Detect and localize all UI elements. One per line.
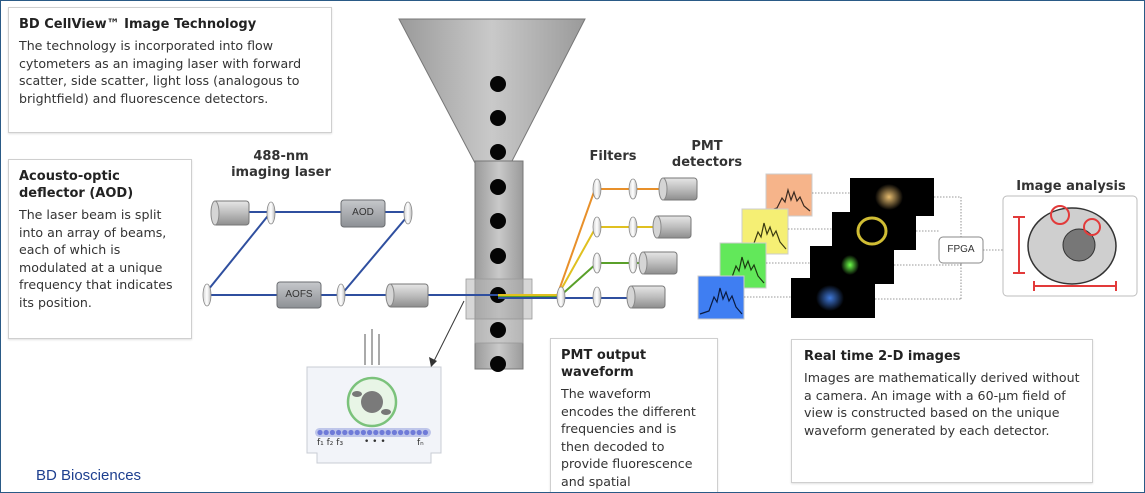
pmt-detector-cylinders [626,177,698,309]
beam-spot [404,429,410,436]
aod-label: AOD [352,207,374,218]
beam-spot [379,429,385,436]
beam-spot [360,429,366,436]
image-analysis-panel [1002,195,1138,297]
laser-heading: 488-nm imaging laser [231,149,331,180]
technology-title: BD CellView™ Image Technology [19,17,257,32]
footer-credit: BD Biosciences [36,467,142,484]
image-tile-orange [850,178,934,216]
fpga-connectors [744,192,1003,300]
imaging-laser [210,200,250,226]
frequency-label-dots: • • • [364,437,386,447]
aod-description-box: Acousto-optic deflector (AOD) The laser … [8,159,192,339]
image-analysis-heading: Image analysis [1016,179,1126,194]
realtime-images-title: Real time 2-D images [804,349,961,364]
waveform-tile-blue [697,275,745,320]
beam-spot [422,429,428,436]
technology-body: The technology is incorporated into flow… [19,38,302,106]
technology-description-box: BD CellView™ Image Technology The techno… [8,7,332,133]
pmt-detectors-heading: PMT detectors [671,139,743,170]
filter-lenses [556,178,638,308]
beam-spot [416,429,422,436]
beam-spot [354,429,360,436]
beam-spot [398,429,404,436]
realtime-images-body: Images are mathematically derived withou… [804,370,1080,438]
image-tile-yellow [832,212,916,250]
cell-stream-dots [490,76,506,372]
beam-spot [342,429,348,436]
frequency-label-end: fₙ [417,438,424,448]
aofs-label: AOFS [285,289,313,300]
beam-spot [385,429,391,436]
inset-cell-illustration [306,300,465,464]
beam-spot [410,429,416,436]
aofs-device [276,281,322,309]
beam-spot [348,429,354,436]
filters-heading: Filters [589,149,637,164]
image-tile-blue [791,278,875,318]
frequency-label-start: f₁ f₂ f₃ [317,438,344,448]
aod-device [340,199,386,228]
pmt-waveform-box: PMT output waveform The waveform encodes… [550,338,718,492]
beam-spot [323,429,329,436]
fpga-chip [938,236,984,264]
fpga-label: FPGA [947,244,975,255]
beam-spot [373,429,379,436]
beam-spot [391,429,397,436]
pmt-waveform-body: The waveform encodes the different frequ… [561,386,696,492]
inset-beam-dots [317,429,428,436]
beam-spot [329,429,335,436]
image-tile-green [810,246,894,284]
beam-spot [336,429,342,436]
forward-scatter-detector [385,283,429,308]
aod-title: Acousto-optic deflector (AOD) [19,169,134,201]
beam-spot [367,429,373,436]
pmt-waveform-title: PMT output waveform [561,348,647,380]
aod-body: The laser beam is split into an array of… [19,207,173,310]
beam-spot [317,429,323,436]
laser-optics-lenses [202,201,413,307]
flow-cell [398,18,586,370]
realtime-images-box: Real time 2-D images Images are mathemat… [791,339,1093,483]
